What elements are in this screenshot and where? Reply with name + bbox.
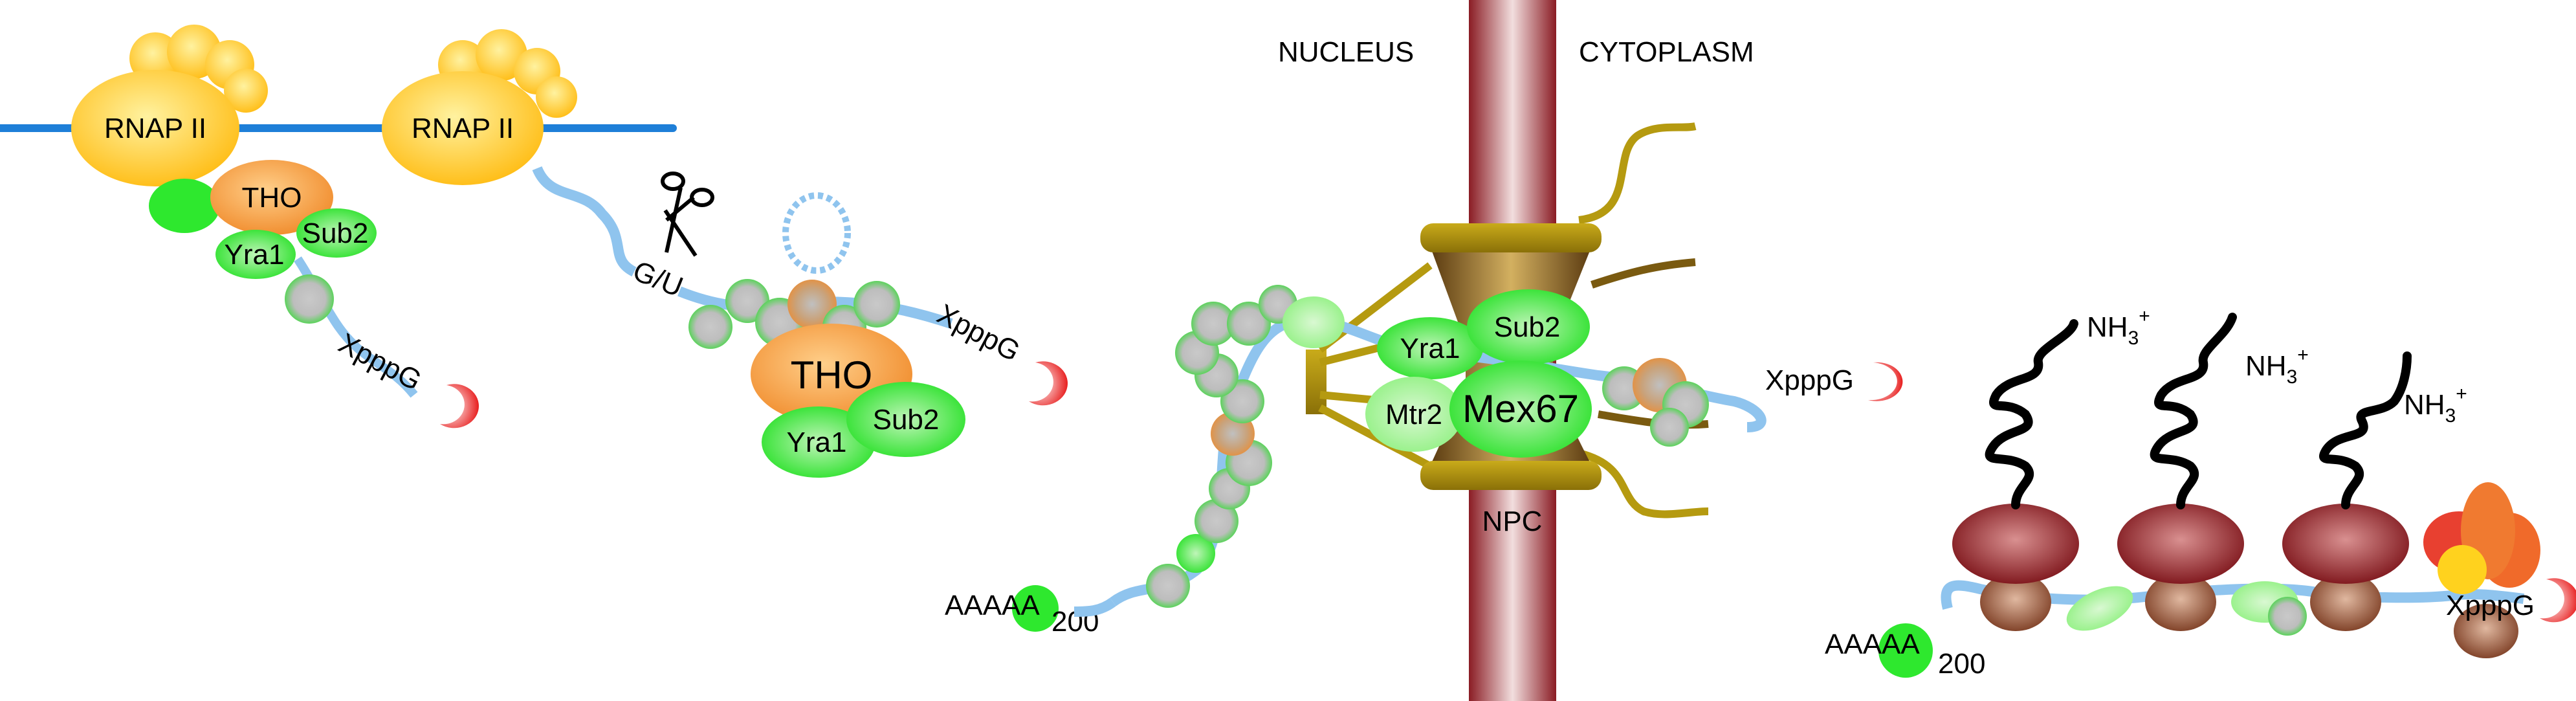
npc-filaments <box>1578 122 1709 518</box>
cap-icon-2 <box>1029 361 1068 406</box>
npc-label: NPC <box>1482 506 1543 537</box>
yra1-small: Yra1 <box>215 230 296 279</box>
sub2-small: Sub2 <box>296 208 377 258</box>
cytoplasm-label: CYTOPLASM <box>1579 36 1754 68</box>
rnap-ii-1: RNAP II <box>71 25 268 186</box>
tho-small-label: THO <box>242 182 302 214</box>
nh3-a-sup: + <box>2139 306 2150 327</box>
nh3-a-sub: 3 <box>2128 328 2139 349</box>
rnap-ii-2: RNAP II <box>382 29 577 185</box>
polya-label-2: AAAAA <box>1825 629 1920 660</box>
cap-icon-1 <box>440 384 479 428</box>
nh3-a-text: NH <box>2087 311 2128 343</box>
cap-icon-3 <box>1868 362 1903 401</box>
xpppg-label-3: XpppG <box>1765 364 1854 396</box>
released-factors <box>2066 581 2307 636</box>
panel-4-translation: NH3+ NH3+ NH3+ XpppG AAAAA 200 <box>1825 306 2576 680</box>
scissors-icon <box>661 172 714 257</box>
nh3-b-sup: + <box>2297 344 2309 366</box>
polya-length-2: 200 <box>1938 648 1985 680</box>
ribosome-2 <box>2117 504 2244 631</box>
xpppg-label-2: XpppG <box>932 298 1025 368</box>
svg-text:NH3+: NH3+ <box>2087 306 2150 349</box>
polya-binding-protein-1 <box>1012 585 1059 632</box>
nh3-label-a: NH3+ <box>2087 306 2150 349</box>
rna-loop <box>782 192 851 274</box>
xpppg-label-1: XpppG <box>333 328 426 397</box>
nh3-c-sub: 3 <box>2445 405 2456 427</box>
bound-proteins-3b <box>1602 358 1709 447</box>
mex67-label: Mex67 <box>1462 387 1579 430</box>
ribosome-3 <box>2282 504 2409 631</box>
yra1-small-label: Yra1 <box>225 239 285 271</box>
nh3-b-sub: 3 <box>2287 366 2298 388</box>
polya-tail-1 <box>1073 597 1116 617</box>
rnap-ii-1-label: RNAP II <box>104 113 206 144</box>
panel-1-transcription: RNAP II THO Yra1 Sub2 XpppG <box>0 25 677 428</box>
sub2-mid: Sub2 <box>846 382 965 457</box>
sub2-npc: Sub2 <box>1467 289 1590 364</box>
tho-big-label: THO <box>791 353 873 397</box>
cap-binding-complex <box>2423 482 2540 658</box>
mex67: Mex67 <box>1449 361 1592 458</box>
rna-strand-2a <box>532 166 637 277</box>
sub2-npc-label: Sub2 <box>1494 311 1561 343</box>
rna-strand-4 <box>1941 580 2524 610</box>
sub2-mid-label: Sub2 <box>873 404 940 436</box>
nascent-peptides <box>1985 313 2412 509</box>
mtr2: Mtr2 <box>1365 377 1462 452</box>
yra1-npc: Yra1 <box>1377 317 1483 379</box>
nh3-label-c: NH3+ <box>2404 383 2467 427</box>
polya-binding-protein-2 <box>1878 623 1933 678</box>
mtr2-label: Mtr2 <box>1385 399 1442 430</box>
nh3-label-b: NH3+ <box>2245 344 2309 388</box>
cap-icon-4 <box>2540 578 2576 623</box>
svg-text:NH3+: NH3+ <box>2404 383 2467 427</box>
yra1-mid-label: Yra1 <box>787 427 847 458</box>
panel-2-cleavage: RNAP II G/U THO <box>382 29 1068 478</box>
yra1-npc-label: Yra1 <box>1400 333 1460 364</box>
xpppg-label-4: XpppG <box>2446 590 2535 621</box>
rnap-ii-2-label: RNAP II <box>412 113 514 144</box>
svg-text:NH3+: NH3+ <box>2245 344 2309 388</box>
polya-label-1: AAAAA <box>945 590 1040 621</box>
panel-3-export: NUCLEUS CYTOPLASM <box>945 0 1903 701</box>
green-factor-blob <box>149 179 220 233</box>
ribosome-1 <box>1952 504 2079 631</box>
protein-ball <box>285 274 334 324</box>
bound-proteins-3 <box>1146 285 1345 608</box>
nuclear-basket <box>1306 262 1433 470</box>
nucleus-label: NUCLEUS <box>1278 36 1414 68</box>
sub2-small-label: Sub2 <box>302 217 369 249</box>
nh3-c-sup: + <box>2456 383 2467 405</box>
nh3-b-text: NH <box>2245 350 2287 382</box>
nh3-c-text: NH <box>2404 389 2445 421</box>
tho-complex-small: THO <box>210 160 333 235</box>
